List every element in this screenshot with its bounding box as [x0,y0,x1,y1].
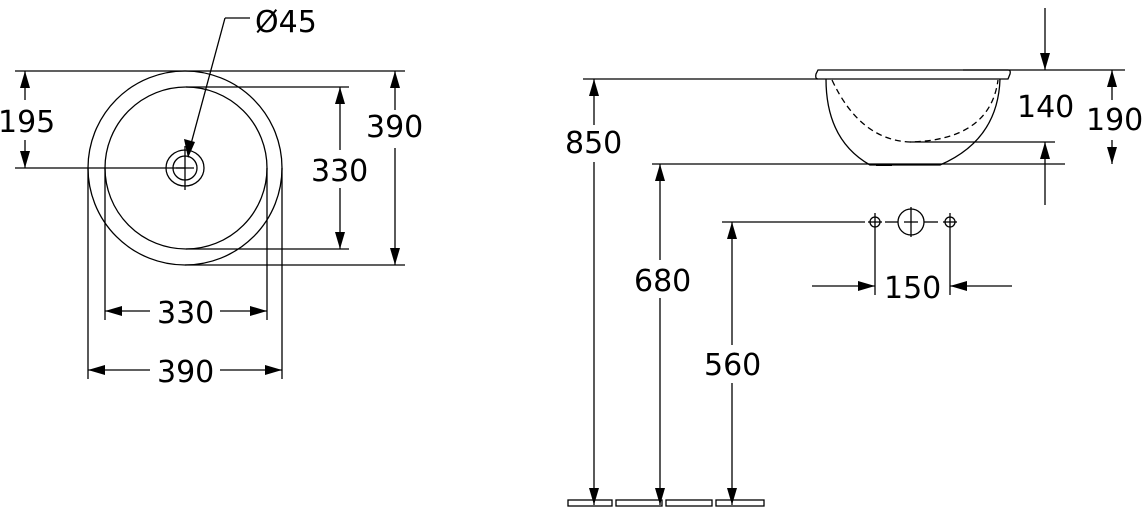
basin-rim [815,69,1011,80]
dim-140-label: 140 [1017,90,1074,125]
dim-195-label: 195 [0,105,55,140]
dim-850-label: 850 [565,126,622,161]
drain-diameter-label: Ø45 [255,5,317,40]
leader-arrow [184,139,195,158]
plan-view: Ø45 195 390 330 330 [0,5,423,390]
basin-bowl [825,78,1001,166]
tap-holes [868,207,957,295]
dim-330-vertical-label: 330 [311,154,368,189]
basin-inner-hidden-line [831,79,999,143]
floor-tiles [567,499,765,507]
dim-190-label: 190 [1086,103,1143,138]
dim-390-vertical-label: 390 [366,110,423,145]
side-view: 140 190 850 680 560 [565,8,1143,507]
dim-390-horizontal-label: 390 [157,355,214,390]
dim-330-horizontal-label: 330 [157,296,214,331]
dim-560-label: 560 [704,348,761,383]
dim-150-label: 150 [884,271,941,306]
dim-680-label: 680 [634,264,691,299]
